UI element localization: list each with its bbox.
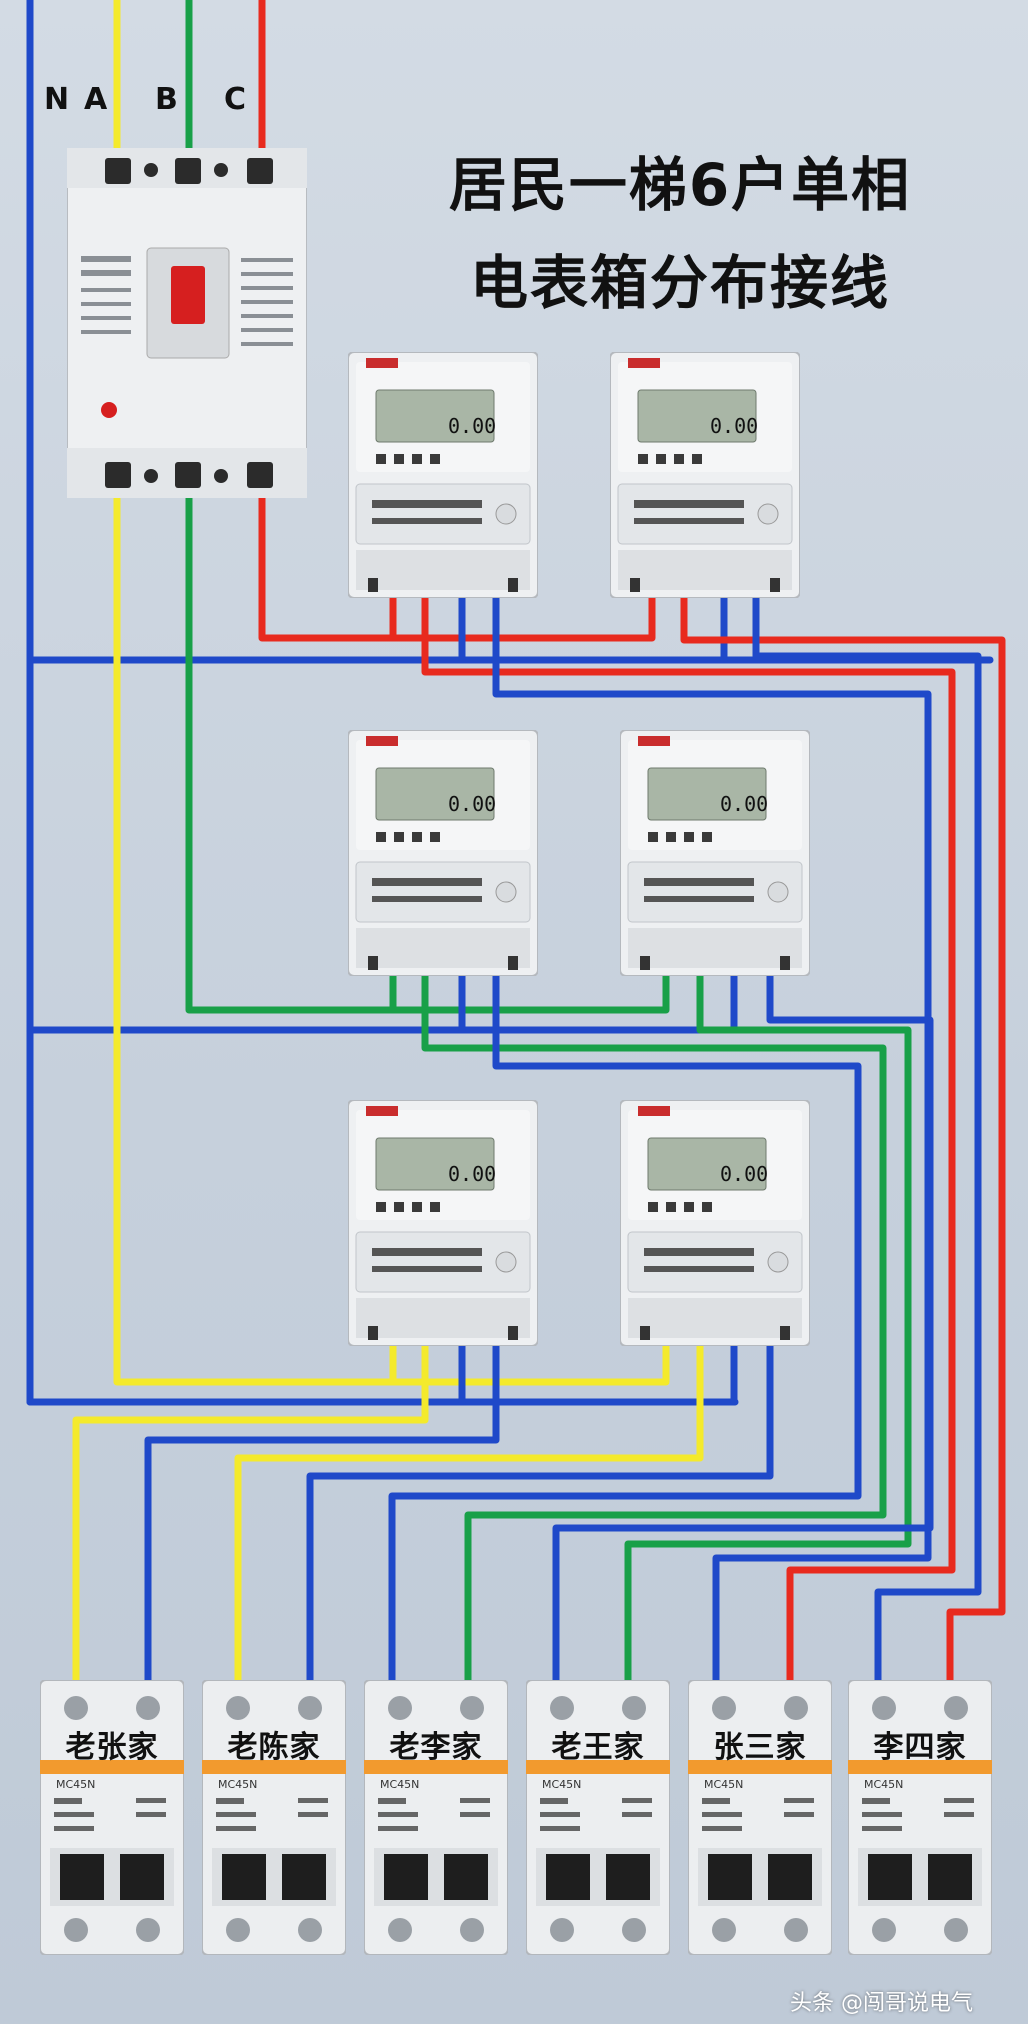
household-breaker-5: MC45N <box>687 1679 833 1956</box>
meter-5: 0.00 <box>347 1099 539 1347</box>
meter5-neutral-out <box>144 1314 500 1704</box>
main-breaker <box>67 148 307 498</box>
meter6-neutral-out <box>306 1314 774 1704</box>
breaker-toggle[interactable] <box>171 266 205 324</box>
meter-4: 0.00 <box>619 729 811 977</box>
breaker-model-4: MC45N <box>542 1778 582 1791</box>
household-breaker-3: MC45N <box>363 1679 509 1956</box>
breaker-model-6: MC45N <box>864 1778 904 1791</box>
household-label-5: 张三家 <box>713 1730 807 1765</box>
page-title-line1: 居民一梯6户单相 <box>448 151 912 219</box>
meter5-line-out <box>72 1314 429 1704</box>
phase-label-b: B <box>155 82 178 117</box>
meter4-line-out <box>624 944 912 1704</box>
meter-2: 0.00 <box>609 351 801 599</box>
meter1-neutral-out <box>492 576 932 1704</box>
meter-2-reading: 0.00 <box>710 414 759 438</box>
meter-3: 0.00 <box>347 729 539 977</box>
breaker-model-1: MC45N <box>56 1778 96 1791</box>
meter3-line-out <box>421 944 887 1704</box>
meter3-neutral-out <box>388 944 862 1704</box>
household-label-2: 老陈家 <box>227 1730 321 1765</box>
meter-6-reading: 0.00 <box>720 1162 769 1186</box>
meter-5-reading: 0.00 <box>448 1162 497 1186</box>
household-label-4: 老王家 <box>551 1730 645 1765</box>
meter1-line-out <box>421 576 956 1704</box>
household-label-1: 老张家 <box>65 1730 159 1765</box>
household-breaker-2: MC45N <box>201 1679 347 1956</box>
meter-3-reading: 0.00 <box>448 792 497 816</box>
breaker-indicator-icon <box>101 402 117 418</box>
breaker-model-5: MC45N <box>704 1778 744 1791</box>
meter-1-reading: 0.00 <box>448 414 497 438</box>
breaker-model-3: MC45N <box>380 1778 420 1791</box>
meter6-line-out <box>234 1314 704 1704</box>
household-label-6: 李四家 <box>873 1730 967 1765</box>
meter-6: 0.00 <box>619 1099 811 1347</box>
phase-label-n: N <box>44 82 70 117</box>
household-breaker-4: MC45N <box>525 1679 671 1956</box>
watermark: 头条 @闯哥说电气 <box>790 1991 973 2016</box>
household-label-3: 老李家 <box>389 1730 483 1765</box>
phase-label-c: C <box>224 82 247 117</box>
meter-1: 0.00 <box>347 351 539 599</box>
phase-c-output <box>258 474 656 642</box>
phase-label-a: A <box>84 82 108 117</box>
breaker-model-2: MC45N <box>218 1778 258 1791</box>
meter2-neutral-out <box>752 576 982 1704</box>
page-title-line2: 电表箱分布接线 <box>469 249 890 317</box>
household-breaker-6: MC45N <box>847 1679 993 1956</box>
household-breaker-1: MC45N <box>39 1679 185 1956</box>
meter-4-reading: 0.00 <box>720 792 769 816</box>
meter2-line-out <box>680 576 1006 1704</box>
